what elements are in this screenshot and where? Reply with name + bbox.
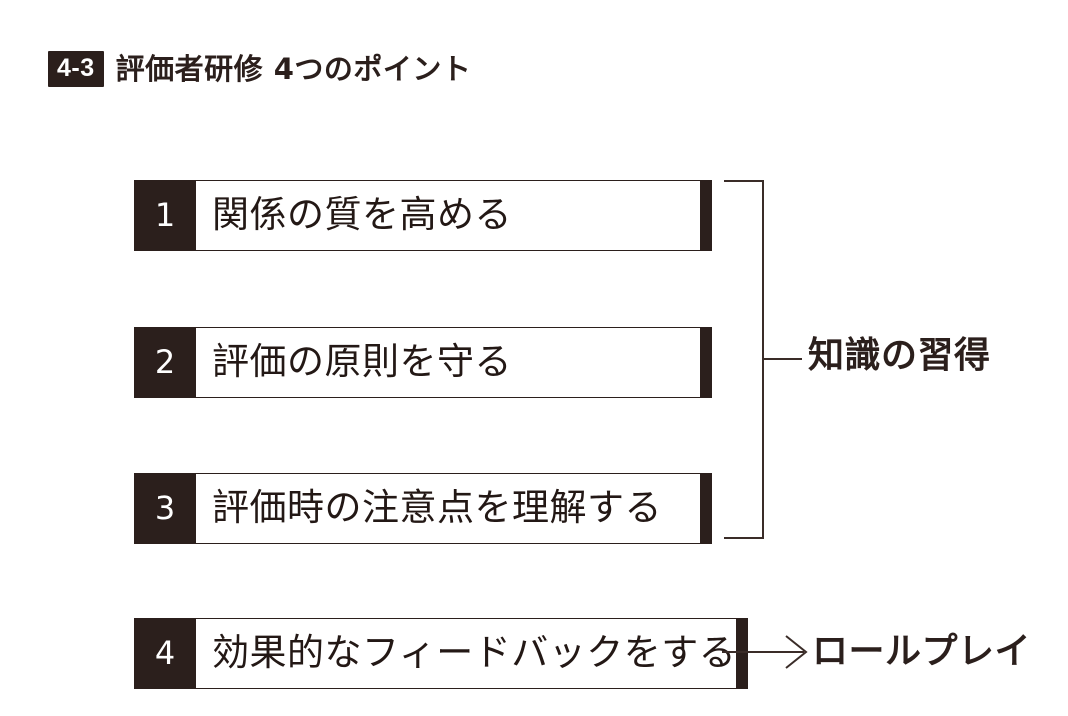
point-row-4: 4 効果的なフィードバックをする bbox=[134, 618, 749, 689]
section-number-badge: 4-3 bbox=[48, 51, 104, 87]
group-label-roleplay: ロールプレイ bbox=[812, 631, 1032, 672]
point-row-1: 1 関係の質を高める bbox=[134, 180, 712, 251]
point-end-bar-1 bbox=[700, 180, 712, 251]
group-brace-tick-icon bbox=[764, 358, 802, 360]
point-label-2: 評価の原則を守る bbox=[212, 339, 512, 383]
point-end-bar-2 bbox=[700, 327, 712, 398]
point-body-1: 関係の質を高める bbox=[196, 180, 700, 251]
group-brace-icon bbox=[724, 180, 764, 539]
page-title: 4-3 評価者研修 4つのポイント bbox=[48, 48, 471, 90]
point-label-1: 関係の質を高める bbox=[212, 192, 512, 236]
point-body-3: 評価時の注意点を理解する bbox=[196, 473, 700, 544]
point-number-2: 2 bbox=[134, 327, 196, 398]
point-end-bar-4 bbox=[736, 618, 749, 689]
right-arrow-icon bbox=[722, 634, 808, 670]
point-label-4: 効果的なフィードバックをする bbox=[212, 630, 737, 674]
point-label-3: 評価時の注意点を理解する bbox=[212, 485, 662, 529]
point-number-3: 3 bbox=[134, 473, 196, 544]
point-end-bar-3 bbox=[700, 473, 712, 544]
point-body-2: 評価の原則を守る bbox=[196, 327, 700, 398]
point-number-1: 1 bbox=[134, 180, 196, 251]
point-row-2: 2 評価の原則を守る bbox=[134, 327, 712, 398]
point-row-3: 3 評価時の注意点を理解する bbox=[134, 473, 712, 544]
point-number-4: 4 bbox=[134, 618, 196, 689]
page-title-text: 評価者研修 4つのポイント bbox=[115, 51, 472, 86]
point-body-4: 効果的なフィードバックをする bbox=[196, 618, 737, 689]
group-label-knowledge: 知識の習得 bbox=[808, 335, 991, 376]
